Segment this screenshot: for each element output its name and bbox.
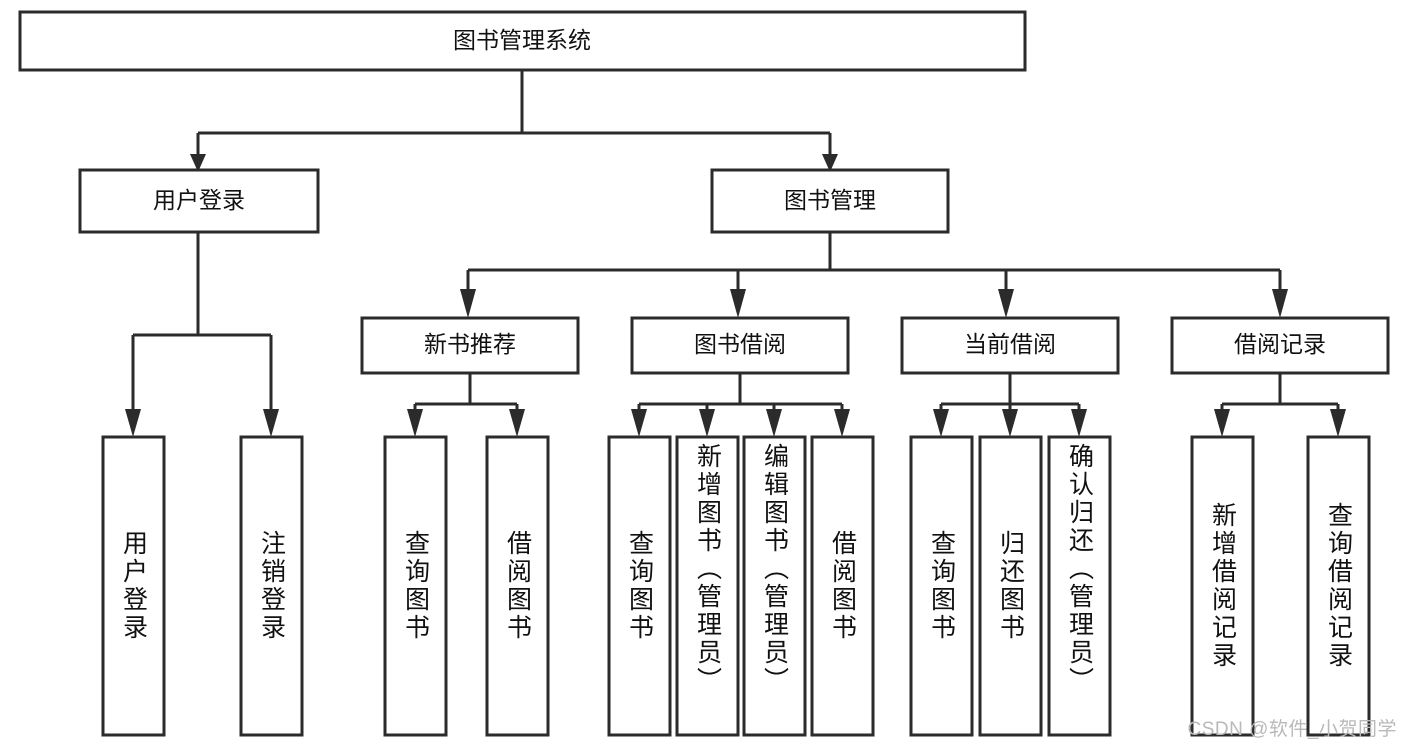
node-leaf-return-book-box[interactable] bbox=[978, 435, 1043, 737]
node-leaf-query-record-box[interactable] bbox=[1306, 435, 1371, 737]
arrowhead-borrow-record bbox=[1272, 289, 1288, 318]
connector-group-borrow-record bbox=[1214, 373, 1346, 437]
arrowhead-new-book-recommend bbox=[460, 289, 476, 318]
arrowhead-leaf-query-book-3 bbox=[933, 409, 949, 437]
node-user-login-label: 用户登录 bbox=[153, 187, 245, 213]
node-borrow-record-label: 借阅记录 bbox=[1234, 331, 1326, 357]
arrowhead-current-borrow bbox=[998, 289, 1014, 318]
connector-group-user-login bbox=[125, 232, 279, 437]
node-leaf-query-book-2-box[interactable] bbox=[607, 435, 672, 737]
node-book-management-box[interactable] bbox=[710, 168, 950, 234]
node-leaf-logout-login-box[interactable] bbox=[239, 435, 304, 737]
arrowhead-leaf-borrow-book-2 bbox=[834, 409, 850, 437]
connector-group-book-borrow bbox=[631, 373, 850, 437]
node-root[interactable]: 图书管理系统 bbox=[18, 10, 1027, 72]
node-user-login-box[interactable] bbox=[78, 168, 320, 234]
arrowhead-leaf-add-book bbox=[699, 409, 715, 437]
arrowhead-leaf-confirm-return bbox=[1071, 409, 1087, 437]
node-borrow-record[interactable]: 借阅记录 bbox=[1170, 316, 1390, 375]
node-current-borrow[interactable]: 当前借阅 bbox=[900, 316, 1120, 375]
node-book-management-label: 图书管理 bbox=[784, 187, 876, 213]
arrowhead-leaf-edit-book bbox=[766, 409, 782, 437]
node-new-book-recommend-box[interactable] bbox=[360, 316, 580, 375]
arrowhead-leaf-query-book-2 bbox=[631, 409, 647, 437]
connector-group-book-management bbox=[460, 232, 1288, 318]
node-leaf-borrow-book-1-box[interactable] bbox=[485, 435, 550, 737]
node-leaf-add-record-box[interactable] bbox=[1190, 435, 1255, 737]
node-user-login[interactable]: 用户登录 bbox=[78, 168, 320, 234]
node-leaf-confirm-return-box[interactable] bbox=[1047, 435, 1112, 737]
node-borrow-record-box[interactable] bbox=[1170, 316, 1390, 375]
arrowhead-leaf-user-login bbox=[125, 409, 141, 437]
watermark-text: CSDN @软件_小贺同学 bbox=[1187, 719, 1397, 740]
node-leaf-borrow-book-2-box[interactable] bbox=[810, 435, 875, 737]
node-new-book-recommend-label: 新书推荐 bbox=[424, 331, 516, 357]
connector-group-new-book-recommend bbox=[407, 373, 525, 437]
node-book-borrow-label: 图书借阅 bbox=[694, 331, 786, 357]
arrowhead-leaf-borrow-book-1 bbox=[509, 409, 525, 437]
node-book-management[interactable]: 图书管理 bbox=[710, 168, 950, 234]
node-leaf-edit-book-box[interactable] bbox=[742, 435, 807, 737]
arrowhead-user-login bbox=[190, 154, 206, 172]
node-leaf-query-book-1-box[interactable] bbox=[383, 435, 448, 737]
node-current-borrow-label: 当前借阅 bbox=[964, 331, 1056, 357]
arrowhead-book-borrow bbox=[730, 289, 746, 318]
arrowhead-book-management bbox=[822, 154, 838, 172]
node-current-borrow-box[interactable] bbox=[900, 316, 1120, 375]
node-leaf-query-book-3-box[interactable] bbox=[909, 435, 974, 737]
arrowhead-leaf-query-record bbox=[1330, 409, 1346, 437]
node-new-book-recommend[interactable]: 新书推荐 bbox=[360, 316, 580, 375]
node-book-borrow-box[interactable] bbox=[630, 316, 850, 375]
arrowhead-leaf-add-record bbox=[1214, 409, 1230, 437]
node-root-label: 图书管理系统 bbox=[453, 27, 591, 53]
connector-group-current-borrow bbox=[933, 373, 1087, 437]
arrowhead-leaf-query-book-1 bbox=[407, 409, 423, 437]
node-root-box[interactable] bbox=[18, 10, 1027, 72]
node-book-borrow[interactable]: 图书借阅 bbox=[630, 316, 850, 375]
arrowhead-leaf-logout-login bbox=[263, 409, 279, 437]
node-leaf-user-login-box[interactable] bbox=[101, 435, 166, 737]
arrowhead-leaf-return-book bbox=[1002, 409, 1018, 437]
connector-group-root bbox=[190, 70, 838, 172]
node-leaf-add-book-box[interactable] bbox=[675, 435, 740, 737]
